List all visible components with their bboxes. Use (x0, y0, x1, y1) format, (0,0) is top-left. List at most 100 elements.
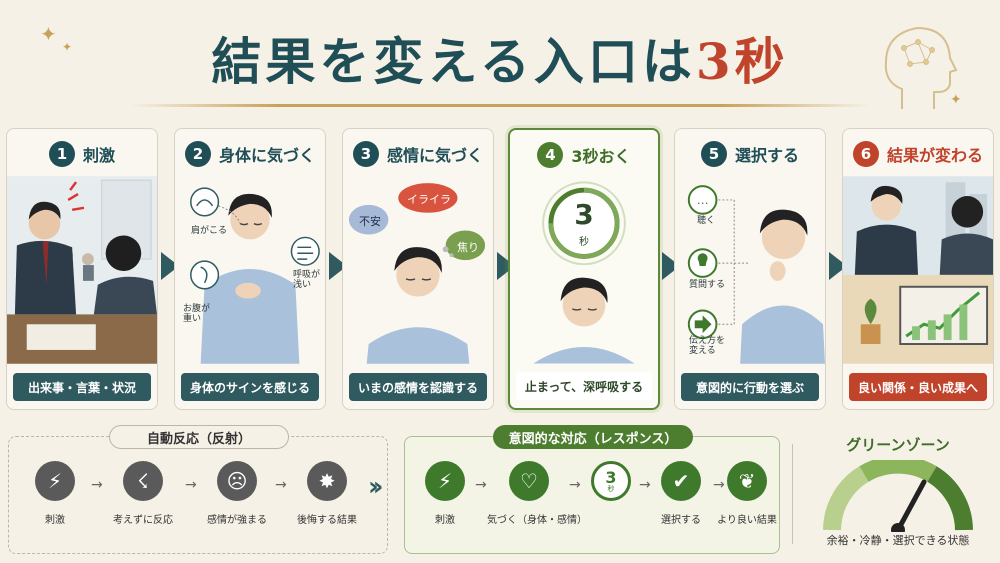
lightning-icon: ⚡ (425, 461, 465, 501)
step-number: 3 (352, 141, 379, 167)
arrow-right-icon: → (475, 477, 487, 493)
head-lightning-icon: ☇ (123, 461, 163, 501)
timer-digit: 3 (605, 467, 617, 487)
step-header: 6 結果が変わる (843, 139, 993, 169)
step-card-1: 1 刺激 出来事・言葉・状況 (6, 128, 158, 410)
title-accent: 3秒 (695, 32, 789, 91)
step-title: 刺激 (82, 146, 115, 165)
divider (792, 444, 793, 544)
page-title: 結果を変える入口は3秒 (0, 22, 1000, 94)
sparkle-icon: ✦ (62, 40, 73, 54)
step-caption: 良い関係・良い成果へ (849, 373, 987, 401)
step-title: 結果が変わる (886, 146, 983, 165)
response-item: 3 秒 (581, 461, 641, 501)
step-caption: いまの感情を認識する (349, 373, 487, 401)
step-title: 感情に気づく (386, 146, 483, 165)
head-brain-icon (884, 26, 958, 109)
emotion-anxiety: 不安 (359, 215, 381, 228)
step-caption: 出来事・言葉・状況 (13, 373, 151, 401)
double-chevron-icon: ›› (368, 472, 384, 502)
svg-text:…: … (697, 193, 709, 207)
angry-face-icon: ☹ (217, 461, 257, 501)
green-zone-panel: グリーンゾーン 余裕・冷静・選択できる状態 (800, 428, 996, 558)
step-title: 選択する (734, 146, 799, 165)
body-awareness-illustration (190, 187, 320, 364)
step-caption: 身体のサインを感じる (181, 373, 319, 401)
step-number: 1 (48, 141, 75, 167)
lightning-icon: ⚡ (35, 461, 75, 501)
response-item: ⚡ 刺激 (409, 461, 481, 526)
reflex-label: 刺激 (45, 515, 65, 526)
reflex-label: 後悔する結果 (297, 515, 357, 526)
reflex-label: 感情が強まる (207, 515, 267, 526)
step-title: 身体に気づく (218, 146, 315, 165)
arrow-right-icon: → (713, 477, 725, 493)
green-zone-title: グリーンゾーン (846, 436, 950, 454)
response-label: 選択する (661, 515, 701, 526)
step-card-6: 6 結果が変わる 良い関係・良い成果へ (842, 128, 994, 410)
reflex-label: 考えずに反応 (113, 515, 173, 526)
step-header: 4 3秒おく (510, 140, 658, 170)
response-label: 気づく（身体・感情） (487, 515, 587, 526)
explosion-icon: ✸ (307, 461, 347, 501)
reflex-item: ✸ 後悔する結果 (291, 461, 363, 526)
step-header: 3 感情に気づく (343, 139, 493, 169)
reflex-panel: 自動反応（反射） ⚡ 刺激 → ☇ 考えずに反応 → ☹ 感情が強まる → ✸ … (8, 425, 388, 554)
step-number: 6 (852, 141, 879, 167)
step-caption: 止まって、深呼吸する (516, 372, 652, 400)
arrow-right-icon: → (91, 477, 103, 493)
timer-unit: 秒 (579, 237, 589, 248)
breathing-illustration (533, 181, 635, 364)
steps-row: 1 刺激 出来事・言葉・状況 2 身体に気づく (6, 128, 994, 410)
title-area: ✦ ✦ ✦ 結果を変える入口は3秒 (0, 0, 1000, 120)
timer-digit: 3 (574, 198, 594, 231)
choice-convey: 伝え方を 変える (689, 336, 726, 356)
reflex-item: ⚡ 刺激 (19, 461, 91, 526)
step-card-5: 5 選択する … 聴く 質問する 伝え方を 変える 意図的に行動を選ぶ (674, 128, 826, 410)
timer-unit: 秒 (607, 484, 615, 493)
success-illustration (843, 176, 993, 364)
sparkle-icon: ✦ (950, 92, 962, 108)
green-zone-caption: 余裕・冷静・選択できる状態 (826, 534, 970, 547)
choice-illustration: … (687, 185, 825, 364)
step-card-3: 3 感情に気づく 不安 イライラ 焦り いまの感情を認識する (342, 128, 494, 410)
arrow-right-icon: → (275, 477, 287, 493)
sparkle-icon: ✦ (40, 22, 57, 46)
body-label-stomach: お腹が 重い (183, 304, 211, 324)
response-title: 意図的な対応（レスポンス） (493, 425, 693, 449)
step-caption: 意図的に行動を選ぶ (681, 373, 819, 401)
argument-illustration (7, 176, 157, 364)
person-check-icon: ✔ (661, 461, 701, 501)
response-panel: 意図的な対応（レスポンス） ⚡ 刺激 → ♡ 気づく（身体・感情） → 3 秒 … (404, 425, 783, 554)
step-card-4: 4 3秒おく 3 秒 止まって、深呼吸する (508, 128, 660, 410)
step-header: 2 身体に気づく (175, 139, 325, 169)
step-card-2: 2 身体に気づく 肩がこる お腹が 重い 呼吸が 浅い 身体のサインを感じる (174, 128, 326, 410)
response-item: ❦ より良い結果 (711, 461, 783, 526)
gauge-icon (823, 460, 973, 532)
arrow-right-icon: → (185, 477, 197, 493)
heart-head-icon: ♡ (509, 461, 549, 501)
step-number: 4 (537, 142, 564, 168)
emotion-irritation: イライラ (407, 193, 451, 206)
body-label-breath: 呼吸が 浅い (293, 270, 321, 290)
step-header: 5 選択する (675, 139, 825, 169)
reflex-item: ☹ 感情が強まる (201, 461, 273, 526)
sprout-icon: ❦ (727, 461, 767, 501)
step-number: 2 (184, 141, 211, 167)
step-header: 1 刺激 (7, 139, 157, 169)
arrow-right-icon: → (639, 477, 651, 493)
arrow-right-icon: → (569, 477, 581, 493)
response-item: ✔ 選択する (645, 461, 717, 526)
step-number: 5 (700, 141, 727, 167)
reflex-title: 自動反応（反射） (109, 425, 289, 449)
emotion-impatience: 焦り (457, 241, 479, 254)
response-label: より良い結果 (717, 515, 777, 526)
response-item: ♡ 気づく（身体・感情） (487, 461, 587, 526)
title-main: 結果を変える入口は (211, 32, 696, 91)
response-label: 刺激 (435, 515, 455, 526)
emotion-awareness-illustration (348, 183, 486, 364)
choice-listen: 聴く (697, 216, 716, 226)
choice-ask: 質問する (689, 280, 726, 290)
timer-icon: 3 秒 (591, 461, 631, 501)
step-title: 3秒おく (571, 147, 631, 166)
